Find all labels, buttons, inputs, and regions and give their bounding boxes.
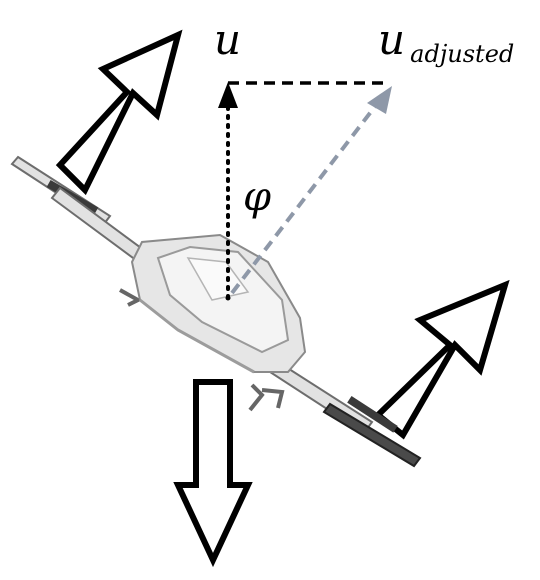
label-u-adjusted: u adjusted xyxy=(378,15,514,68)
label-u: u xyxy=(214,15,241,64)
thrust-arrow-right xyxy=(373,279,510,440)
thrust-vector-arrowhead xyxy=(218,82,238,108)
label-u-adjusted-main: u xyxy=(378,15,405,64)
weight-arrow-down xyxy=(173,379,253,568)
label-u-adjusted-subscript: adjusted xyxy=(410,40,514,68)
adjusted-thrust-arrowhead xyxy=(367,86,392,114)
label-phi: φ xyxy=(243,174,271,220)
vector-origin xyxy=(225,295,231,301)
thrust-arrow-upper-left xyxy=(55,29,183,196)
drone-icon xyxy=(10,155,422,468)
adjusted-thrust-vector xyxy=(230,98,382,295)
